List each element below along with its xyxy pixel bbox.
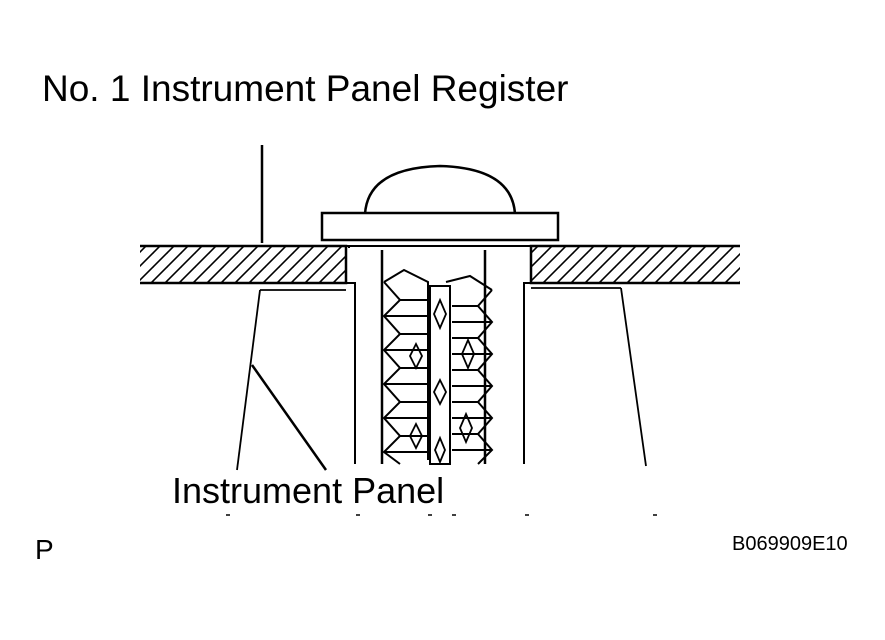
instrument-panel-label: Instrument Panel [172, 470, 445, 511]
bellows-left [382, 268, 429, 465]
figure-code-label: B069909E10 [732, 533, 848, 555]
panel-opening-channel [345, 246, 532, 464]
corner-mark-label: P [35, 534, 54, 565]
dashboard-contour-left [236, 289, 261, 471]
louver-diamonds [408, 297, 475, 465]
panel-leader-line [250, 364, 328, 471]
bellows-right [445, 274, 494, 465]
register-label: No. 1 Instrument Panel Register [42, 68, 569, 109]
register-knob-dome [363, 164, 517, 215]
instrument-panel-left-section [140, 244, 348, 285]
register-flange [320, 211, 560, 242]
instrument-panel-right-section [529, 244, 740, 285]
dashboard-contour-right [620, 287, 647, 467]
